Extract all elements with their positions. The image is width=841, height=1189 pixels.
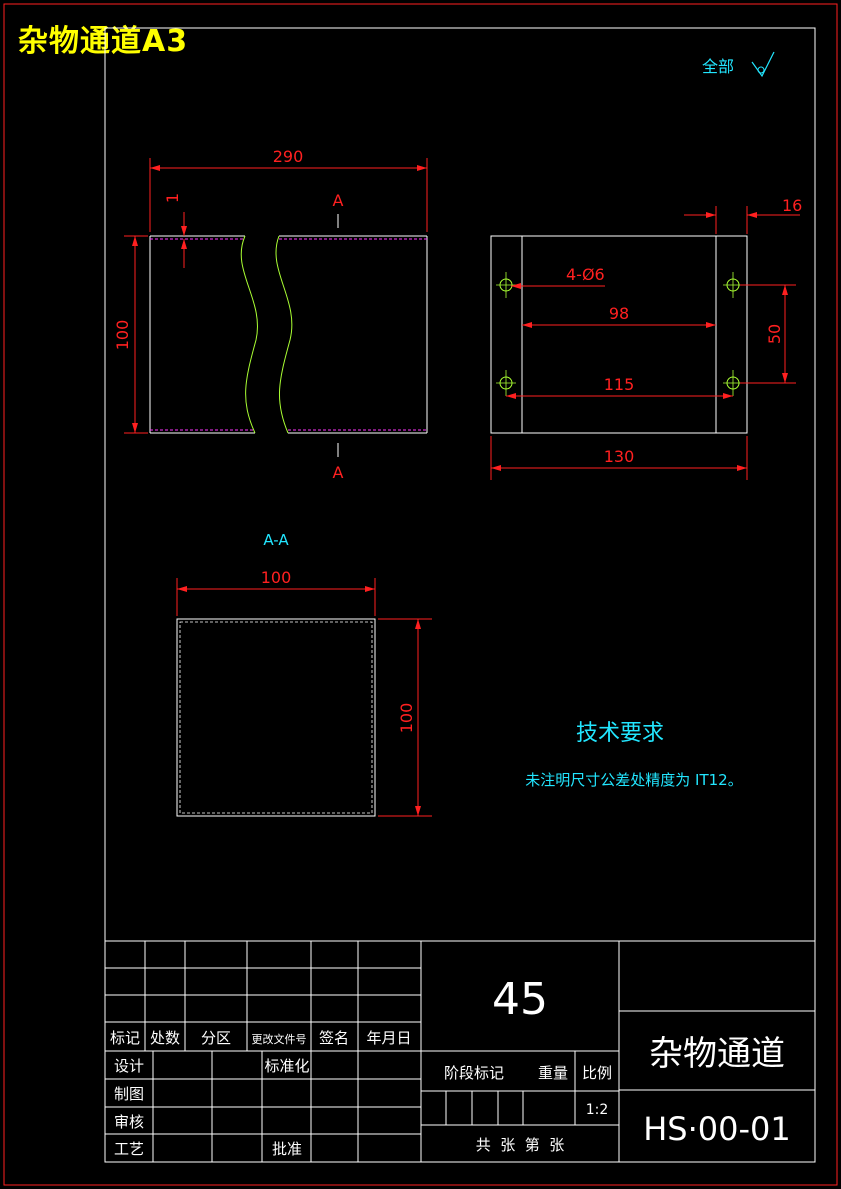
svg-text:A: A (333, 463, 344, 482)
sheets-label: 共 张 第 张 (476, 1136, 565, 1154)
dim-290-label: 290 (273, 147, 304, 166)
dim-50-label: 50 (765, 324, 784, 344)
dim-side-130: 130 (490, 436, 748, 480)
tech-requirements-title: 技术要求 (576, 721, 664, 746)
dim-98-label: 98 (609, 304, 629, 323)
title-block (104, 940, 816, 1163)
dim-side-offset: 16 (684, 196, 802, 234)
scale-value: 1:2 (586, 1102, 609, 1118)
dim-side-98: 98 (522, 304, 716, 328)
hole-bottom-left (496, 370, 516, 396)
dim-section-width-label: 100 (261, 568, 292, 587)
col-header-change-doc: 更改文件号 (252, 1032, 307, 1046)
weight-label: 重量 (538, 1064, 568, 1082)
dim-section-width: 100 (176, 568, 376, 616)
section-mark-bottom: A (333, 443, 344, 482)
part-name: 杂物通道 (649, 1034, 785, 1074)
section-label: A-A (263, 531, 289, 549)
standardization-label: 标准化 (264, 1057, 309, 1075)
drawing-number: HS·00-01 (643, 1110, 791, 1148)
row-label-design: 设计 (114, 1057, 144, 1075)
hole-top-left (496, 272, 516, 298)
col-header-mark: 标记 (110, 1029, 140, 1047)
side-view (490, 235, 748, 434)
tech-requirements-note: 未注明尺寸公差处精度为 IT12。 (525, 771, 742, 789)
col-header-date: 年月日 (366, 1029, 411, 1047)
material-value: 45 (492, 974, 548, 1025)
dim-1-label: 1 (163, 193, 182, 203)
dim-130-label: 130 (604, 447, 635, 466)
break-line-left (240, 235, 258, 434)
section-view (176, 618, 376, 817)
break-line-right (275, 235, 293, 434)
dim-holes-label: 4-Ø6 (566, 265, 605, 284)
dim-front-thickness: 1 (163, 193, 187, 268)
col-header-signature: 签名 (319, 1029, 349, 1047)
front-view (149, 235, 428, 434)
dim-holes-leader: 4-Ø6 (511, 265, 605, 289)
dim-side-115: 115 (506, 375, 733, 399)
scale-label: 比例 (582, 1064, 612, 1082)
inner-frame-border (104, 27, 816, 1163)
stage-mark-label: 阶段标记 (444, 1064, 504, 1082)
approval-label: 批准 (272, 1140, 302, 1158)
dim-section-height-label: 100 (397, 703, 416, 734)
row-label-process: 工艺 (114, 1140, 144, 1158)
svg-text:A: A (333, 191, 344, 210)
dim-front-length: 290 (149, 147, 428, 232)
dim-115-label: 115 (604, 375, 635, 394)
hole-bottom-right (723, 370, 743, 396)
outer-sheet-border (3, 3, 838, 1186)
dim-16-label: 16 (782, 196, 802, 215)
dim-side-50: 50 (740, 284, 796, 384)
dim-section-height: 100 (378, 618, 432, 817)
col-header-zone: 分区 (201, 1029, 231, 1047)
surface-roughness-icon (751, 51, 775, 78)
section-mark-top: A (333, 191, 344, 228)
row-label-review: 审核 (114, 1113, 144, 1131)
hole-top-right (723, 272, 743, 298)
dim-front-100-label: 100 (113, 320, 132, 351)
col-header-count: 处数 (150, 1029, 180, 1047)
roughness-label: 全部 (702, 57, 734, 76)
dim-front-height: 100 (113, 235, 148, 434)
row-label-drafting: 制图 (114, 1085, 144, 1103)
drawing-title: 杂物通道A3 (18, 24, 189, 59)
